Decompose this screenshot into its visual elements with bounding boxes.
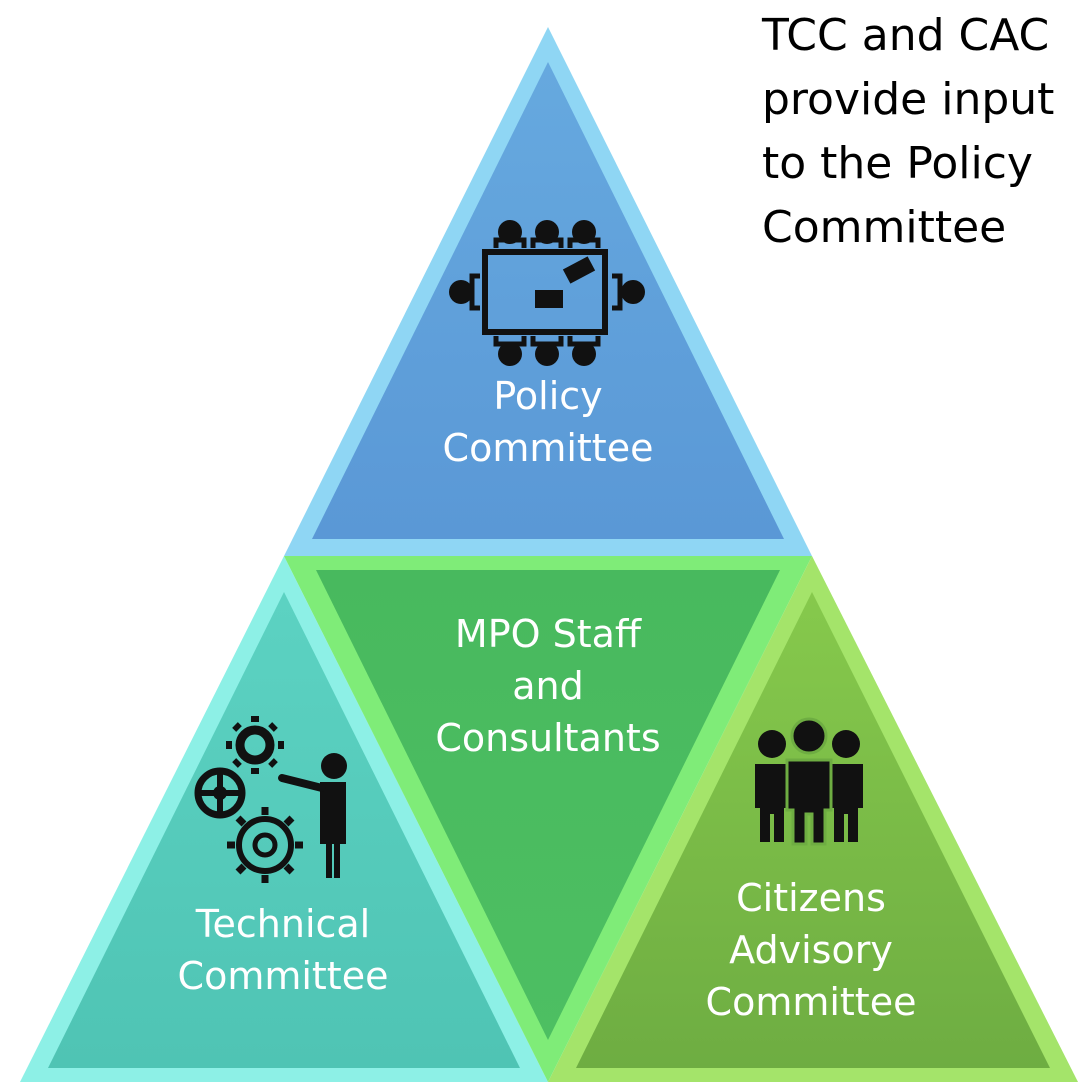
mpo-staff-label-line: MPO Staff xyxy=(454,612,642,656)
citizens-advisory-label-line: Advisory xyxy=(729,928,893,972)
mpo-staff-label-line: and xyxy=(512,664,584,708)
group-of-people-icon xyxy=(755,717,863,846)
technical-committee-label-line: Technical xyxy=(195,902,371,946)
gears-presenter-icon xyxy=(194,716,347,883)
mpo-staff-label: MPO Staff and Consultants xyxy=(408,608,688,764)
small-gear-icon xyxy=(226,716,284,774)
note-line: to the Policy xyxy=(762,138,1033,189)
policy-committee-label-line: Policy xyxy=(493,374,603,418)
target-gear-icon xyxy=(194,767,246,819)
citizens-advisory-label-line: Citizens xyxy=(736,876,886,920)
policy-committee-label-line: Committee xyxy=(442,426,654,470)
mpo-staff-tier xyxy=(284,556,812,1082)
policy-committee-label: Policy Committee xyxy=(418,370,678,474)
citizens-advisory-committee-label: Citizens Advisory Committee xyxy=(681,872,941,1028)
mpo-staff-label-line: Consultants xyxy=(435,716,661,760)
note-line: Committee xyxy=(762,202,1007,253)
technical-committee-label-line: Committee xyxy=(177,954,389,998)
tcc-cac-input-note: TCC and CAC provide input to the Policy … xyxy=(762,4,1054,260)
meeting-table-icon xyxy=(449,220,645,366)
note-line: provide input xyxy=(762,74,1055,125)
citizens-advisory-label-line: Committee xyxy=(705,980,917,1024)
technical-committee-label: Technical Committee xyxy=(153,898,413,1002)
large-gear-icon xyxy=(227,807,303,883)
note-line: TCC and CAC xyxy=(762,10,1050,61)
